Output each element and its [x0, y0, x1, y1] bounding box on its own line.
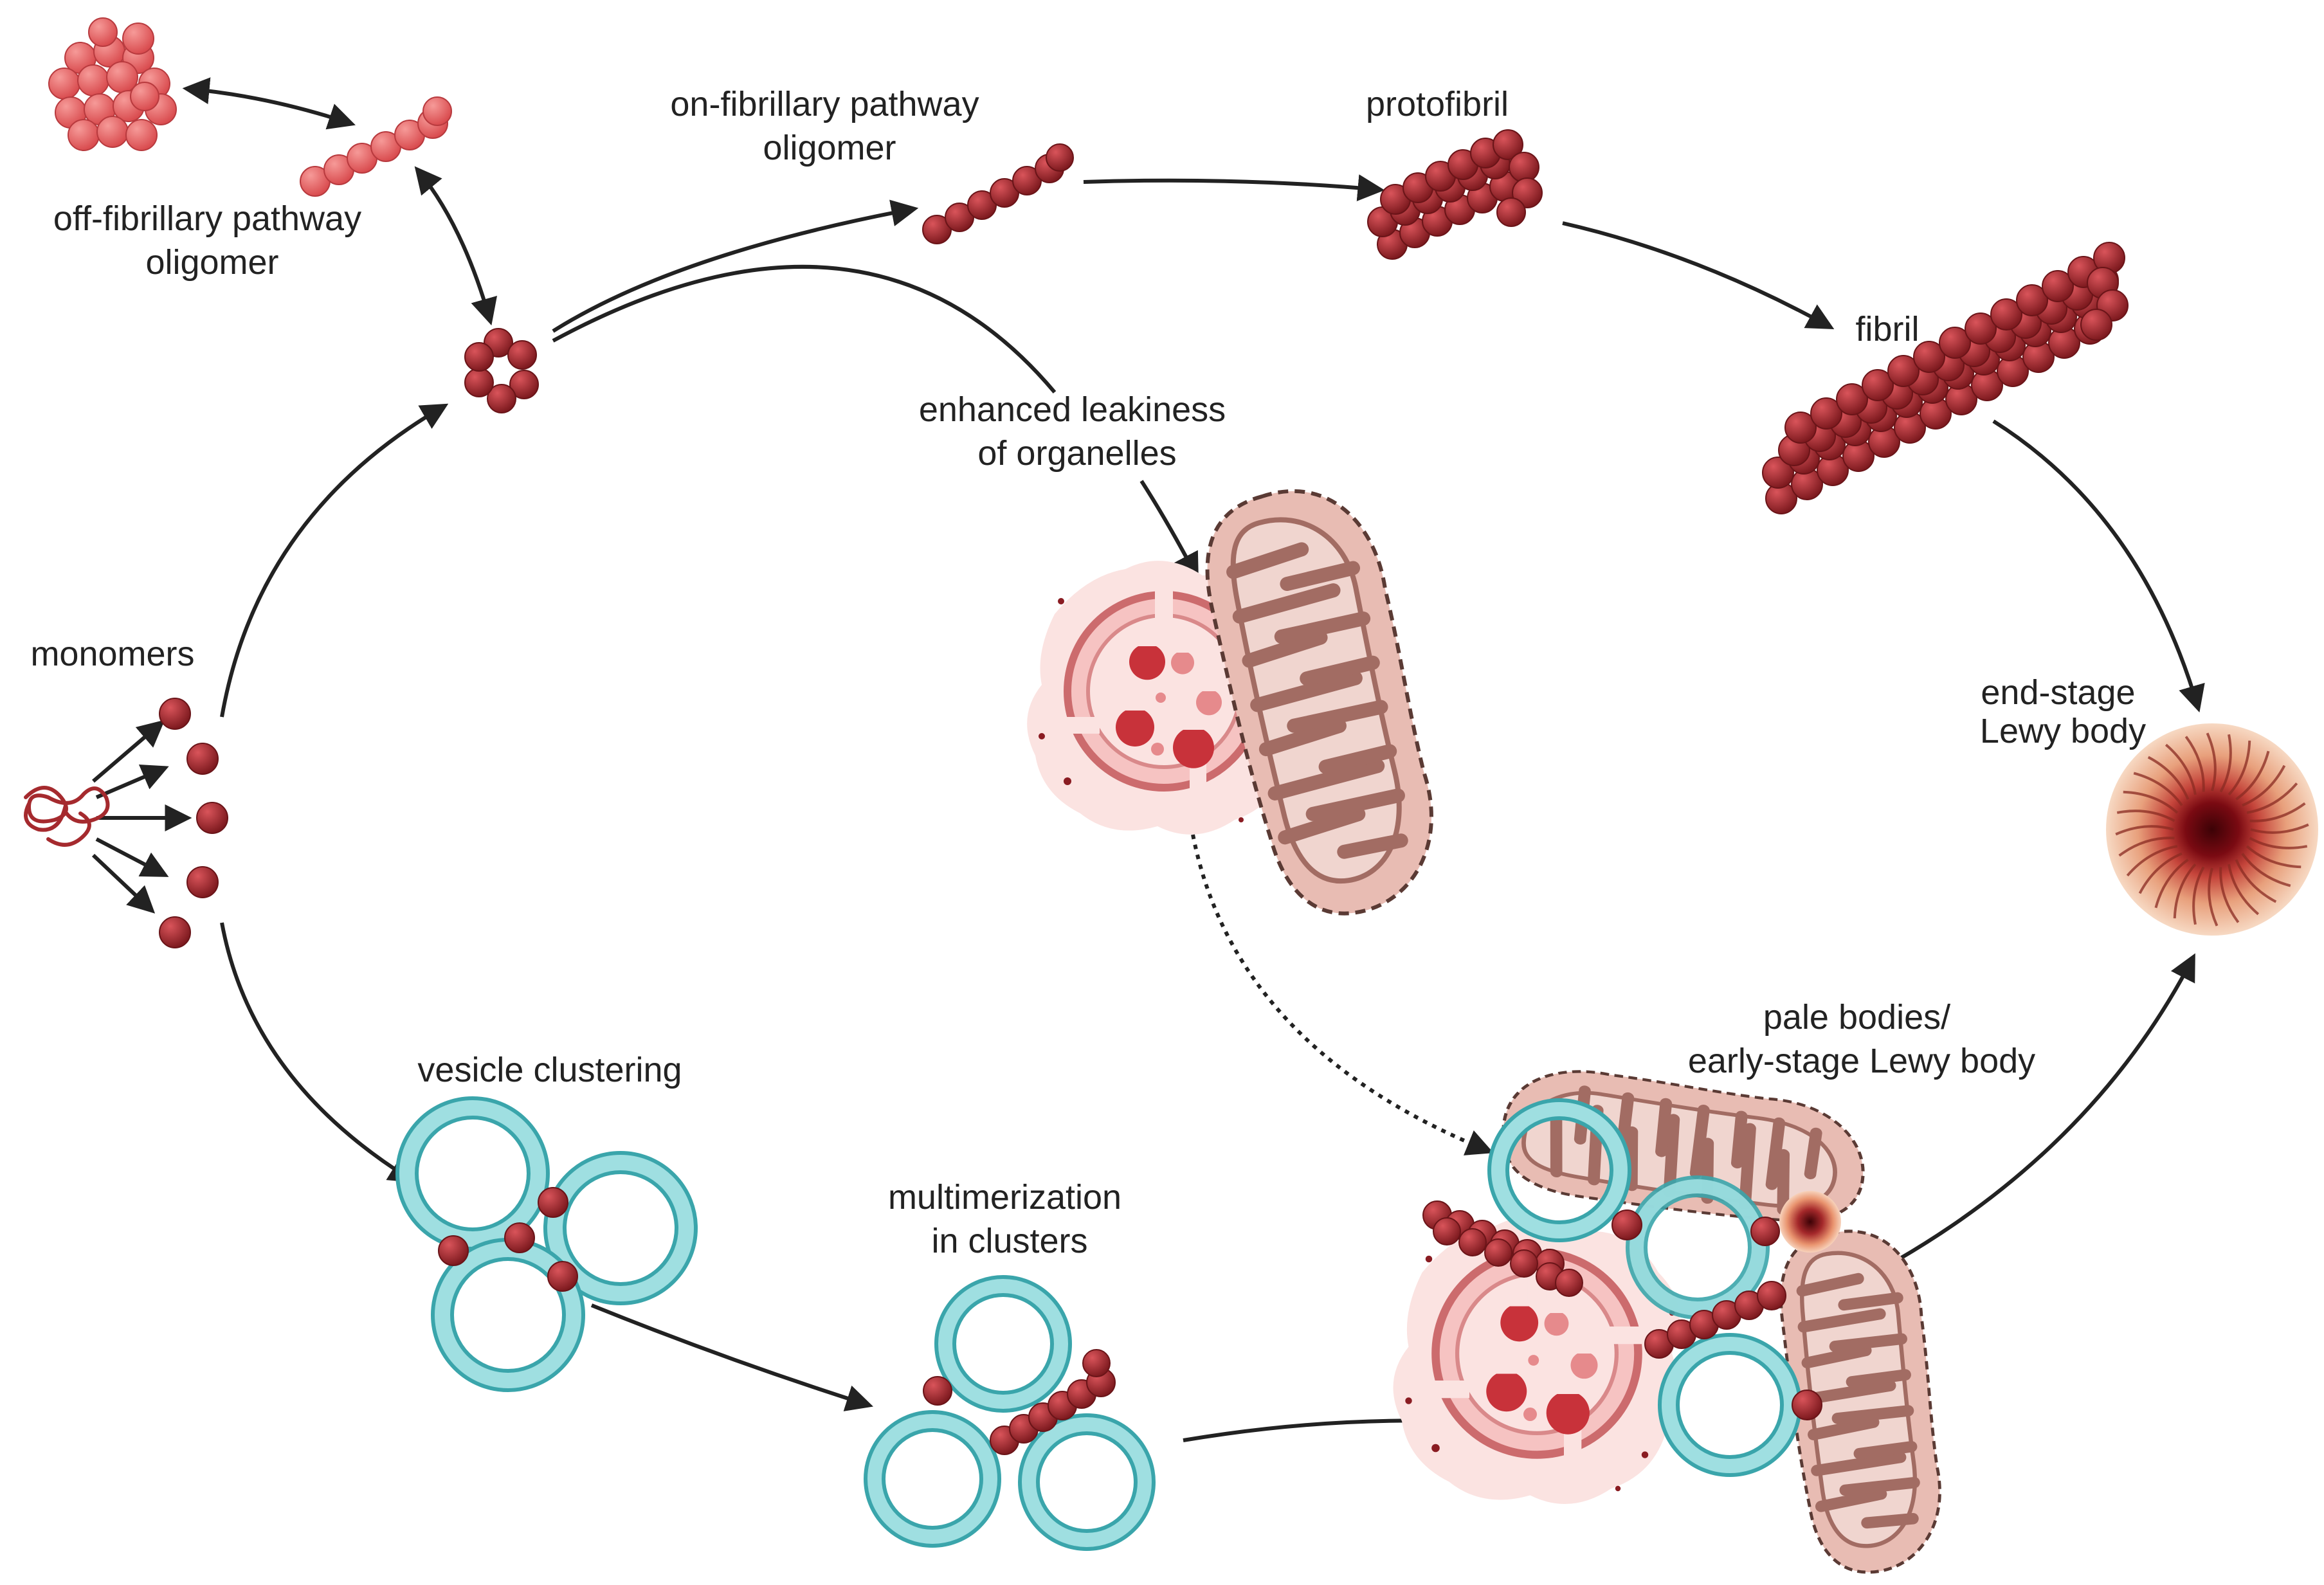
arrow-leakiness-to-organelle	[1139, 480, 1199, 581]
arrow-off-pathway-to-oligomer	[414, 166, 498, 326]
arrow-to-on-fibrillary	[552, 199, 919, 333]
pale-body-vesicles	[1487, 1098, 1802, 1477]
ring-oligomer	[464, 328, 539, 413]
label-protofibril: protofibril	[1366, 85, 1509, 123]
label-fibril: fibril	[1855, 310, 1919, 349]
arrow-monomers-down	[220, 922, 417, 1183]
on-fibrillary-oligomer	[922, 143, 1074, 244]
off-fibrillary-chain	[300, 96, 452, 197]
arrow-to-multimerization	[590, 1303, 874, 1411]
cluster-oligomer	[923, 1349, 1116, 1455]
monomer-particles	[159, 698, 228, 948]
label-multimerization: multimerization in clusters	[888, 1178, 1131, 1260]
pale-body-oligomers	[1422, 1200, 1822, 1420]
pathway-arrows	[91, 77, 2205, 1442]
vesicle-cluster	[395, 1096, 698, 1392]
label-end-stage: end-stage Lewy body	[1980, 673, 2146, 750]
label-monomers: monomers	[30, 635, 194, 673]
arrow-fibril-to-end-stage	[1992, 419, 2205, 713]
label-off-fibrillary: off-fibrillary pathway oligomer	[53, 199, 371, 282]
vesicle-bound-monomers	[438, 1187, 578, 1292]
arrow-monomers-up	[220, 403, 449, 718]
label-pale-bodies: pale bodies/ early-stage Lewy body	[1688, 998, 2035, 1080]
unfolded-monomer	[24, 786, 110, 847]
arrow-off-pathway-clusters	[182, 77, 356, 130]
label-enhanced-leakiness: enhanced leakiness of organelles	[919, 390, 1235, 473]
labels: off-fibrillary pathway oligomer on-fibri…	[30, 85, 2146, 1260]
end-stage-lewy-body	[2106, 723, 2318, 936]
label-vesicle-clustering: vesicle clustering	[417, 1051, 682, 1089]
label-on-fibrillary: on-fibrillary pathway oligomer	[670, 85, 988, 167]
fibril	[1762, 242, 2129, 514]
arrow-to-leakiness	[552, 265, 1057, 394]
mitochondrion	[1197, 477, 1444, 927]
multimerization-cluster	[864, 1275, 1156, 1551]
arrow-pale-to-end-stage	[1896, 953, 2195, 1262]
small-lewy-body	[1779, 1191, 1841, 1253]
protofibril	[1367, 129, 1543, 260]
arrow-to-protofibril	[1083, 174, 1385, 201]
arrow-to-fibril	[1562, 221, 1835, 330]
off-fibrillary-cluster	[48, 17, 177, 151]
